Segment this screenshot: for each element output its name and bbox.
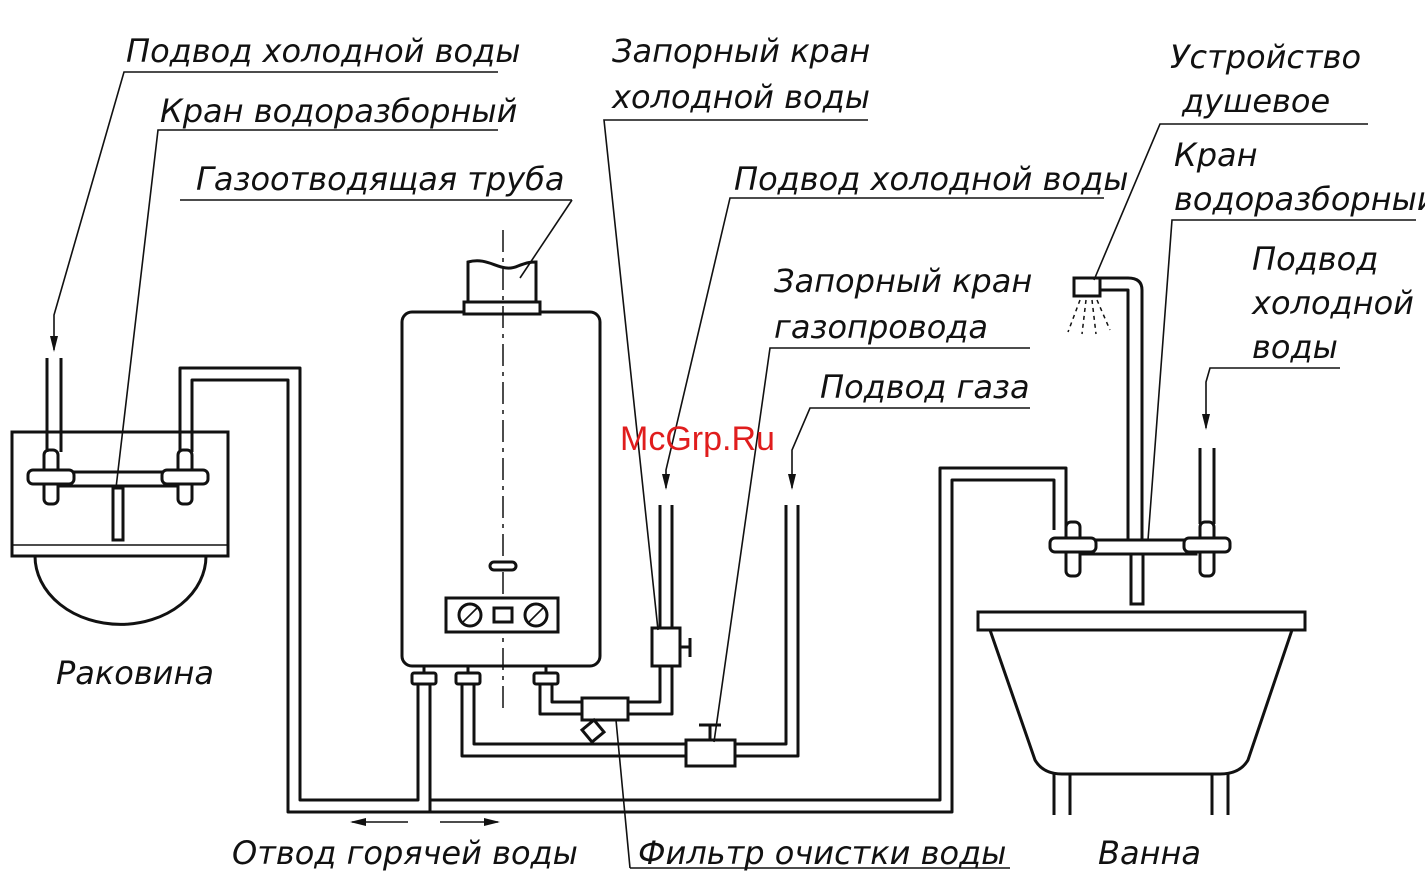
label-gas-supply: Подвод газа: [820, 368, 1030, 406]
label-shower-line2: душевое: [1181, 82, 1330, 120]
watermark: McGrp.Ru: [620, 420, 775, 458]
label-bath-cold-line3: воды: [1252, 328, 1338, 366]
label-sink: Раковина: [56, 654, 214, 692]
label-bath-cold-line1: Подвод: [1252, 240, 1378, 278]
bath-left-handle: [1050, 522, 1096, 576]
labels: Подвод холодной воды Кран водоразборный …: [56, 32, 1425, 872]
sink: [12, 358, 228, 624]
label-sink-tap: Кран водоразборный: [160, 92, 517, 130]
label-bath-cold-line2: холодной: [1251, 284, 1414, 322]
label-cold-valve-line2: холодной воды: [611, 78, 870, 116]
label-bath-tap-line2: водоразборный: [1174, 180, 1425, 218]
label-sink-cold-supply: Подвод холодной воды: [126, 32, 520, 70]
label-gas-valve-line1: Запорный кран: [774, 262, 1032, 300]
label-bath: Ванна: [1098, 834, 1201, 872]
label-bath-tap-line1: Кран: [1174, 136, 1258, 174]
label-heater-cold-supply: Подвод холодной воды: [734, 160, 1128, 198]
bath-right-handle: [1184, 522, 1230, 576]
label-gas-valve-line2: газопровода: [774, 308, 988, 346]
label-water-filter: Фильтр очистки воды: [638, 834, 1006, 872]
gas-water-heater: [402, 230, 600, 710]
sink-right-handle: [162, 450, 208, 504]
sink-left-handle: [28, 450, 74, 504]
label-cold-valve-line1: Запорный кран: [612, 32, 870, 70]
label-hot-outlet: Отвод горячей воды: [232, 834, 578, 872]
label-shower-line1: Устройство: [1170, 38, 1361, 76]
label-flue-pipe: Газоотводящая труба: [196, 160, 564, 198]
